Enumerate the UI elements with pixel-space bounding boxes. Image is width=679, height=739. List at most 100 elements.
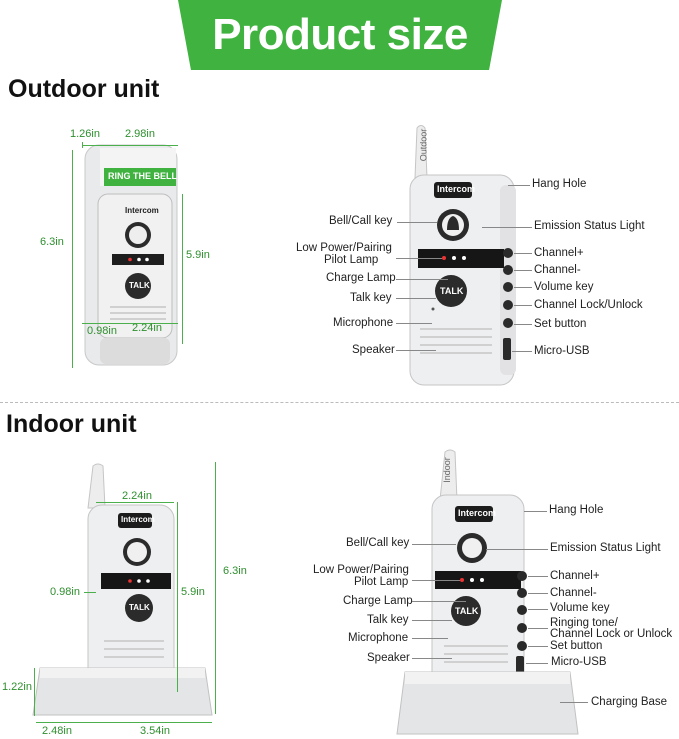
dim-line-width — [96, 502, 174, 503]
label-usb: Micro-USB — [534, 345, 590, 357]
dim-line-inner-width — [82, 323, 178, 324]
intercom-text: Intercom — [437, 184, 476, 194]
outdoor-dimension-device — [84, 144, 178, 366]
label-lock: Channel Lock or Unlock — [550, 628, 673, 640]
dim-inner-height: 5.9in — [186, 249, 210, 261]
label-set: Set button — [534, 318, 587, 330]
leader-line — [524, 511, 547, 512]
talk-text: TALK — [129, 281, 150, 290]
outdoor-heading: Outdoor unit — [8, 75, 160, 103]
intercom-text: Intercom — [121, 515, 155, 524]
label-base: Charging Base — [591, 696, 668, 708]
dim-line-inner-height — [177, 502, 178, 692]
dim-line-inner-height — [182, 194, 183, 344]
label-volume: Volume key — [550, 602, 610, 614]
leader-line — [528, 646, 548, 647]
dim-width: 2.98in — [125, 128, 155, 140]
title-banner: Product size — [178, 0, 502, 70]
talk-text: TALK — [129, 603, 150, 612]
leader-line — [396, 258, 442, 259]
label-channel-plus: Channel+ — [550, 570, 600, 582]
leader-line — [528, 609, 548, 610]
leader-line — [412, 580, 460, 581]
label-ringing: Ringing tone/ — [550, 617, 618, 629]
leader-line — [412, 601, 466, 602]
label-channel-minus: Channel- — [534, 264, 581, 276]
label-hang-hole: Hang Hole — [532, 178, 587, 190]
ring-bell-text: RING THE BELL — [108, 171, 177, 181]
label-set: Set button — [550, 640, 603, 652]
leader-line — [412, 544, 456, 545]
label-talk-key: Talk key — [367, 614, 409, 626]
dim-height: 6.3in — [40, 236, 64, 248]
label-usb: Micro-USB — [551, 656, 607, 668]
label-channel-plus: Channel+ — [534, 247, 584, 259]
outdoor-labeled-device — [409, 125, 516, 386]
dim-line-height — [215, 462, 216, 714]
leader-line — [514, 253, 532, 254]
leader-line — [514, 287, 532, 288]
leader-line — [512, 351, 532, 352]
dim-line-height — [72, 150, 73, 368]
leader-line — [396, 298, 436, 299]
label-emission: Emission Status Light — [550, 542, 661, 554]
dim-inner-height: 5.9in — [181, 586, 205, 598]
intercom-text: Intercom — [125, 206, 159, 215]
dim-base-depth: 2.48in — [42, 725, 72, 737]
dim-side: 0.98in — [87, 325, 117, 337]
label-emission: Emission Status Light — [534, 220, 645, 232]
leader-line — [396, 350, 436, 351]
label-speaker: Speaker — [352, 344, 395, 356]
dim-line-base-width — [72, 722, 212, 723]
dim-base-width: 3.54in — [140, 725, 170, 737]
dim-line-base-depth — [36, 722, 72, 723]
dim-inner-width: 2.24in — [132, 322, 162, 334]
label-volume: Volume key — [534, 281, 594, 293]
leader-line — [397, 222, 437, 223]
talk-text: TALK — [455, 606, 479, 616]
leader-line — [396, 323, 432, 324]
antenna-text: Indoor — [441, 457, 452, 483]
label-microphone: Microphone — [348, 632, 409, 644]
label-low-power: Low Power/Pairing — [313, 564, 409, 576]
leader-line — [482, 227, 532, 228]
dim-depth: 1.26in — [70, 128, 100, 140]
label-channel-minus: Channel- — [550, 587, 597, 599]
label-bell-call: Bell/Call key — [329, 215, 393, 227]
leader-line — [396, 279, 448, 280]
leader-line — [528, 628, 548, 629]
indoor-heading: Indoor unit — [6, 410, 137, 438]
intercom-text: Intercom — [458, 508, 497, 518]
antenna-text: Outdoor — [418, 128, 429, 162]
leader-line — [514, 324, 532, 325]
leader-line — [528, 593, 548, 594]
leader-line — [560, 702, 588, 703]
leader-line — [412, 620, 452, 621]
leader-line — [526, 663, 548, 664]
dim-line-base-height — [34, 668, 35, 716]
label-microphone: Microphone — [333, 317, 394, 329]
dim-line-side — [84, 592, 96, 593]
leader-line — [508, 185, 530, 186]
label-bell-call: Bell/Call key — [346, 537, 410, 549]
dim-side: 0.98in — [50, 586, 80, 598]
page-title: Product size — [212, 10, 468, 59]
leader-line — [514, 305, 532, 306]
leader-line — [412, 658, 452, 659]
label-pilot: Pilot Lamp — [324, 254, 379, 266]
leader-line — [486, 549, 548, 550]
leader-line — [412, 638, 448, 639]
label-charge: Charge Lamp — [326, 272, 396, 284]
label-pilot: Pilot Lamp — [354, 576, 409, 588]
label-speaker: Speaker — [367, 652, 410, 664]
indoor-labeled-device — [396, 449, 579, 735]
label-charge: Charge Lamp — [343, 595, 413, 607]
label-talk-key: Talk key — [350, 292, 392, 304]
indoor-dimension-device — [32, 463, 213, 716]
section-divider — [0, 402, 679, 403]
dim-width: 2.24in — [122, 490, 152, 502]
label-lock: Channel Lock/Unlock — [534, 299, 643, 311]
label-hang-hole: Hang Hole — [549, 504, 604, 516]
dim-line-width — [82, 145, 178, 146]
